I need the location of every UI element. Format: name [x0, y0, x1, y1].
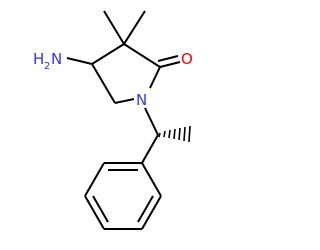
- bond-n1-chiral: [144, 107, 159, 136]
- ring-nitrogen-label: N: [136, 91, 147, 109]
- molecule-canvas: H 2 N O N: [33, 10, 193, 230]
- structure-svg: H 2 N O N: [33, 10, 193, 230]
- amino-h-label: H: [33, 50, 44, 68]
- amino-subscript-label: 2: [44, 61, 50, 72]
- hashed-wedge-bond: [158, 125, 191, 143]
- bond-n1-c5: [114, 98, 135, 104]
- bond-methyl-b: [123, 10, 146, 45]
- bond-ph-4: [84, 195, 105, 230]
- bond-methyl-a: [103, 10, 125, 45]
- bond-ph-2: [141, 195, 162, 230]
- bond-c2-n1: [149, 66, 161, 89]
- bond-ph-5: [84, 162, 105, 197]
- carbonyl-oxygen-label: O: [181, 50, 193, 68]
- bond-ph-inner-2: [92, 195, 109, 223]
- bond-ph-inner-1: [137, 195, 154, 223]
- bond-c4-c3: [91, 43, 125, 65]
- bond-c4-nh2: [66, 57, 93, 65]
- bond-chiral-ipso: [141, 134, 159, 164]
- amino-n-label: N: [51, 50, 62, 68]
- bond-carbonyl-1: [159, 61, 181, 68]
- bond-c3-c2: [123, 43, 161, 68]
- bond-carbonyl-2: [157, 55, 179, 62]
- bond-ph-1: [141, 162, 162, 197]
- bond-c5-c4: [91, 63, 116, 104]
